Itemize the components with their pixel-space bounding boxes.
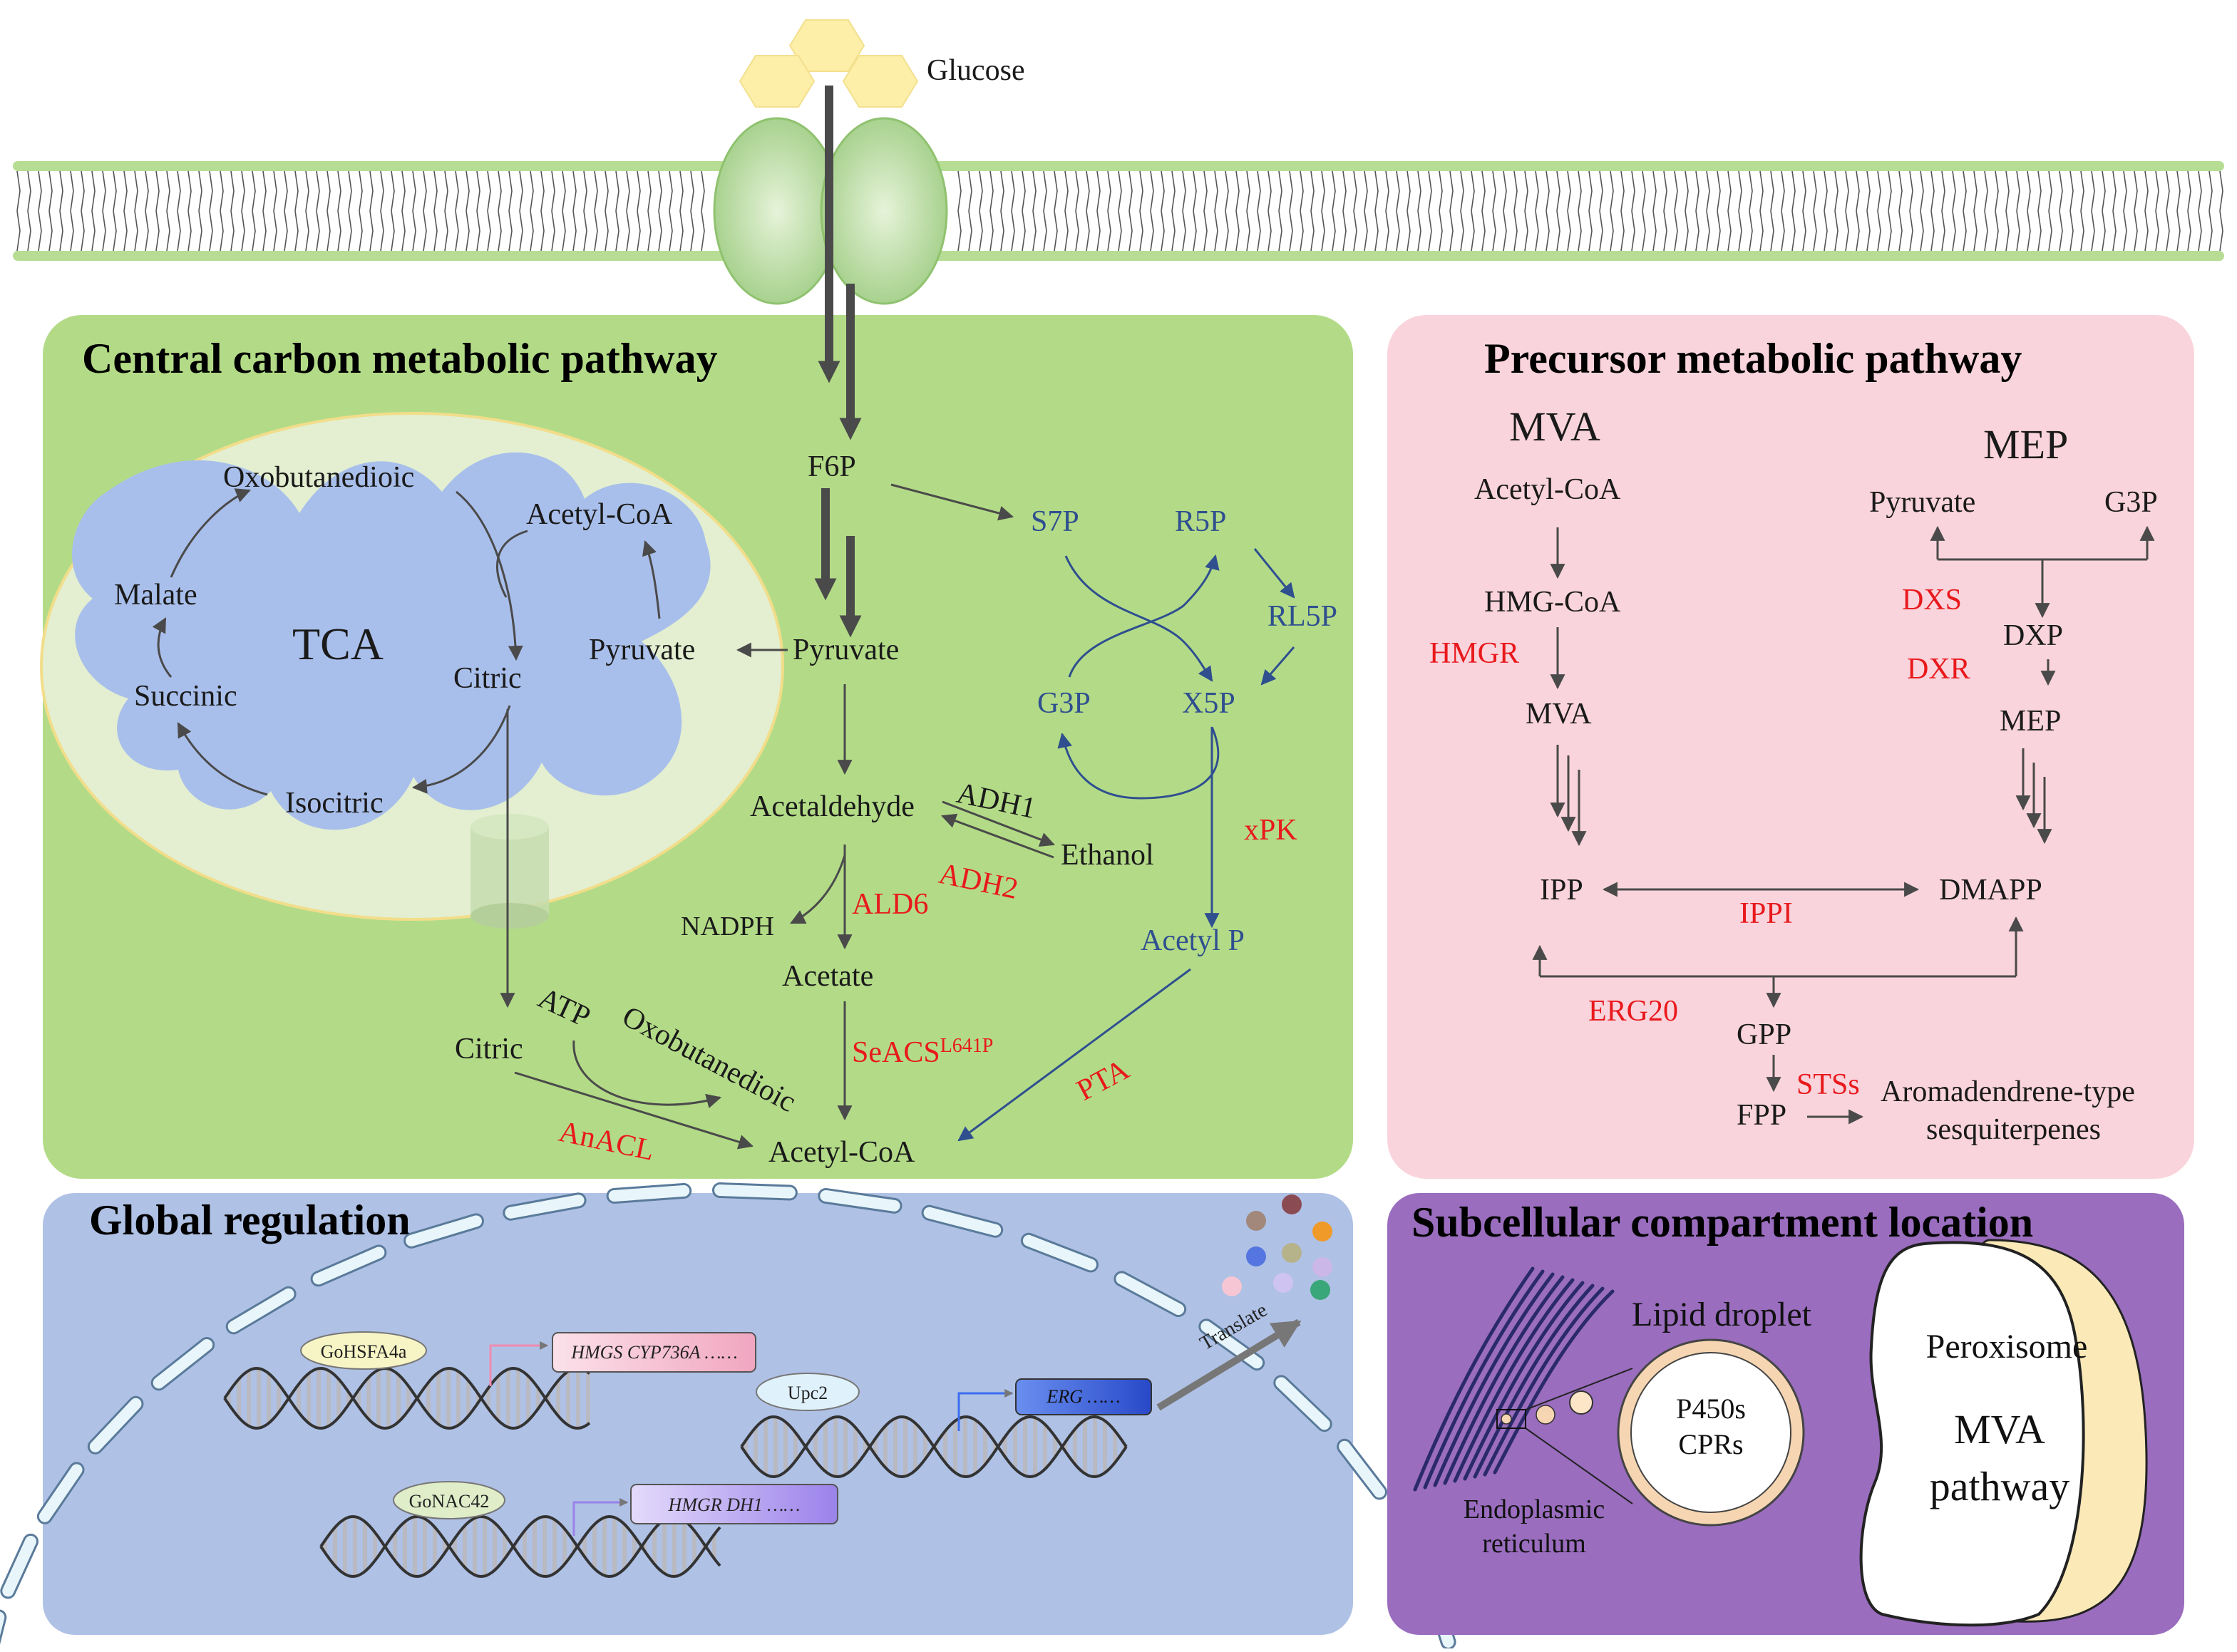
mva-pathway-line2: pathway — [1930, 1463, 2070, 1509]
succinic-label: Succinic — [134, 680, 237, 713]
tf-upc2 — [756, 1373, 860, 1411]
gpp-label: GPP — [1737, 1018, 1791, 1051]
genes-box-3 — [630, 1484, 838, 1524]
s7p-label: S7P — [1031, 505, 1079, 538]
erg20-enzyme: ERG20 — [1588, 995, 1678, 1028]
ethanol-label: Ethanol — [1061, 839, 1154, 872]
rl5p-label: RL5P — [1267, 600, 1337, 633]
peroxisome-label: Peroxisome — [1926, 1328, 2088, 1366]
citric-cyto-label: Citric — [455, 1033, 523, 1065]
f6p-label: F6P — [808, 450, 856, 483]
stss-enzyme: STSs — [1796, 1068, 1860, 1101]
pyruvate-mito-label: Pyruvate — [589, 634, 695, 666]
mva-label: MVA — [1526, 698, 1592, 731]
tf-gonac42 — [393, 1481, 505, 1519]
dna-helices — [223, 1366, 1128, 1579]
hmg-coa-label: HMG-CoA — [1484, 586, 1621, 619]
seacs-mutation: L641P — [940, 1035, 994, 1057]
acetate-label: Acetate — [782, 960, 873, 993]
malate-label: Malate — [114, 579, 197, 611]
central-title: Central carbon metabolic pathway — [82, 335, 718, 382]
product-line1: Aromadendrene-type — [1881, 1075, 2135, 1108]
expressed-proteins — [1222, 1194, 1332, 1300]
mva-acetyl-coa-label: Acetyl-CoA — [1474, 473, 1621, 506]
seacs-enzyme-name: SeACS — [852, 1036, 940, 1069]
er-label-line1: Endoplasmic — [1464, 1494, 1605, 1524]
subcellular-title: Subcellular compartment location — [1411, 1199, 2033, 1246]
mep-label: MEP — [2000, 705, 2061, 738]
mep-g3p-label: G3P — [2104, 486, 2158, 519]
lipid-droplet-label: Lipid droplet — [1632, 1296, 1812, 1333]
pyruvate-label: Pyruvate — [793, 634, 899, 666]
r5p-label: R5P — [1175, 505, 1226, 538]
hmgr-enzyme: HMGR — [1429, 637, 1519, 670]
genes-box-2 — [1015, 1378, 1152, 1415]
acetyl-p-label: Acetyl P — [1141, 924, 1245, 957]
dmapp-label: DMAPP — [1939, 874, 2042, 907]
global-title: Global regulation — [89, 1197, 411, 1244]
dxp-label: DXP — [2003, 619, 2063, 652]
mitochondrion — [40, 412, 784, 929]
x5p-label: X5P — [1182, 687, 1235, 720]
nadph-label: NADPH — [681, 912, 774, 941]
genes-box-3-label: HMGR DH1 …… — [668, 1494, 801, 1515]
mva-pathway-line1: MVA — [1954, 1406, 2045, 1452]
fpp-label: FPP — [1737, 1099, 1786, 1132]
genes-box-2-label: ERG …… — [1046, 1386, 1120, 1407]
tf-gohsfa4a — [300, 1331, 427, 1370]
endoplasmic-reticulum — [1413, 1266, 1615, 1492]
tf-gonac42-label: GoNAC42 — [409, 1491, 490, 1512]
global-regulation-panel — [43, 1193, 1353, 1635]
product-line2: sesquiterpenes — [1926, 1113, 2101, 1146]
acetyl-coa-mito-label: Acetyl-CoA — [526, 498, 673, 531]
isocitric-label: Isocitric — [285, 787, 384, 820]
precursor-panel — [1387, 315, 2194, 1179]
citric-mito-label: Citric — [453, 662, 522, 695]
dxr-enzyme: DXR — [1907, 653, 1970, 686]
er-label-line2: reticulum — [1482, 1529, 1586, 1559]
tf-upc2-label: Upc2 — [788, 1383, 828, 1403]
ald6-enzyme: ALD6 — [852, 888, 928, 921]
tf-gohsfa4a-label: GoHSFA4a — [321, 1341, 407, 1362]
p450s-label: P450s — [1676, 1393, 1746, 1425]
g3p-label: G3P — [1037, 687, 1091, 720]
translate-arrow — [1156, 1318, 1302, 1411]
xpk-enzyme: xPK — [1244, 814, 1297, 847]
genes-box-1 — [552, 1332, 756, 1373]
oxobutanedioic-mito-label: Oxobutanedioic — [223, 461, 414, 494]
ippi-enzyme: IPPI — [1739, 897, 1793, 930]
genes-box-1-label: HMGS CYP736A …… — [570, 1342, 738, 1363]
glucose-transporter — [713, 117, 948, 305]
precursor-title: Precursor metabolic pathway — [1484, 335, 2022, 382]
cprs-label: CPRs — [1678, 1428, 1743, 1460]
mep-header: MEP — [1983, 421, 2068, 468]
dxs-enzyme: DXS — [1902, 584, 1962, 616]
seacs-enzyme: SeACSL641P — [852, 1035, 993, 1069]
acetyl-coa-label: Acetyl-CoA — [768, 1136, 915, 1169]
ipp-label: IPP — [1540, 874, 1583, 907]
nuclear-envelope — [0, 1182, 1456, 1650]
peroxisome — [1859, 1239, 2148, 1627]
glucose-label: Glucose — [927, 54, 1025, 87]
acetaldehyde-label: Acetaldehyde — [750, 790, 915, 823]
cell-membrane — [13, 161, 2224, 261]
glucose-molecules — [739, 19, 919, 108]
tca-label: TCA — [292, 619, 384, 669]
mva-header: MVA — [1509, 403, 1600, 450]
mep-pyruvate-label: Pyruvate — [1869, 486, 1975, 519]
